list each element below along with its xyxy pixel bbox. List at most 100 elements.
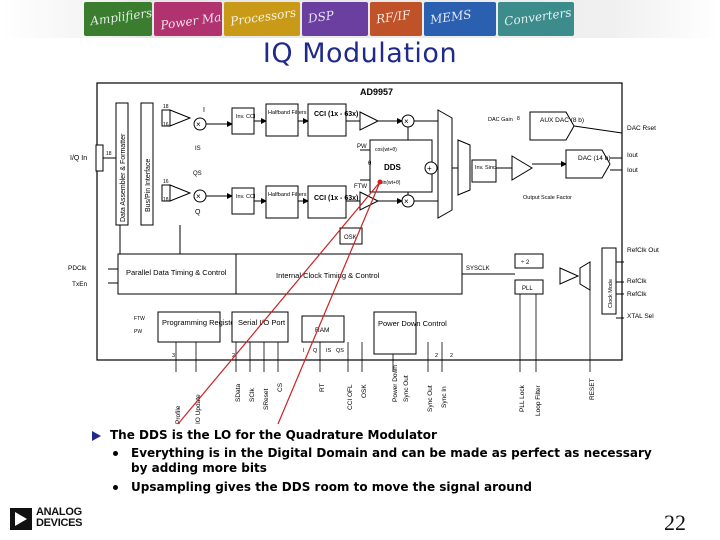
bus-interface-block [140,102,154,226]
logo-text: ANALOG DEVICES [36,506,83,529]
bus-label-2b: 2 [435,353,438,359]
pin-cci-ofl: CCI OFL [347,384,354,410]
bus-label-2: 2 [232,353,235,359]
inv-cci-bot-block [231,187,255,215]
label-theta: θ [368,161,372,167]
pin-sclk: SClk [249,388,256,402]
bus-label-i: I [303,348,305,354]
svg-text:+: + [427,164,432,173]
halfband-top-label: Halfband Filters (4x) [268,110,318,116]
bullet-list: The DDS is the LO for the Quadrature Mod… [92,428,672,499]
dac-label: DAC (14 b) [578,155,611,162]
aux-dac-label: AUX DAC (8 b) [540,117,584,124]
logo-line2: DEVICES [36,517,83,529]
bullet-sub-1: Everything is in the Digital Domain and … [92,446,672,476]
bullet-main-text: The DDS is the LO for the Quadrature Mod… [110,428,437,442]
output-scale-amp [511,155,533,181]
halfband-bot-label: Halfband Filters (4x) [268,192,318,198]
pin-dac: DAC Rset [627,125,656,132]
block-diagram: AD9957 Data Assembler & Formatter Bus/Pi… [65,80,660,425]
bullet-arrow-icon [92,431,101,441]
pw-small-label: PW [134,329,142,335]
internal-clock-label: Internal Clock Timing & Control [276,271,380,280]
output-mux [437,109,453,219]
pin-refclk-1: RefClk [627,278,647,285]
lower-gain [359,191,380,211]
header-banner: Amplifiers Power Management Processors D… [0,0,720,38]
svg-text:×: × [404,197,409,206]
pin-refclk-out: RefClk Out [627,247,659,254]
pin-refclk-2: RefClk [627,291,647,298]
inv-sinc-label: Inv. Sinc [475,165,496,171]
bullet-sub-1-text: Everything is in the Digital Domain and … [131,446,652,475]
pin-txen: TxEn [72,281,88,288]
inv-cci-top-label: Inv. CCI [236,114,256,120]
div2-label: ÷ 2 [521,260,530,266]
bits-8: 8 [517,116,520,122]
pin-sdata: SData [235,384,242,402]
bus-label-2c: 2 [450,353,453,359]
pin-io-update: IO Update [195,394,202,424]
iq-in-pin [95,144,104,172]
logo-line1: ANALOG [36,506,82,518]
programming-registers-label: Programming Registers [162,318,241,327]
pin-iout-1: Iout [627,152,638,159]
parallel-data-label: Parallel Data Timing & Control [126,268,227,277]
bits-18c: 18 [106,151,112,157]
cci-bot-label: CCI (1x - 63x) [314,195,358,202]
banner-tile-mems: MEMS [424,2,496,36]
clock-buffer [559,267,580,285]
upper-mixer-x: × [196,120,201,129]
dac-block [565,149,611,179]
pin-down: Sync Out [403,375,410,402]
cci-top-label: CCI (1x - 63x) [314,111,358,118]
label-q: Q [195,209,201,216]
svg-text:×: × [404,117,409,126]
cci-bot-block [307,185,347,219]
summer [424,161,438,175]
assembler-label: Data Assembler & Formatter [120,133,127,222]
pin-iout-2: Iout [627,167,638,174]
pin-pll-lock: PLL Lock [519,384,526,412]
banner-tile-dsp: DSP [302,2,368,36]
clock-mux [579,261,591,291]
ftw-small-label: FTW [134,316,145,322]
annotation-dot [377,179,383,185]
cci-top-block [307,103,347,137]
bus-label-qs: QS [336,348,344,354]
assembler-block [115,102,129,226]
upper-amp [169,109,192,127]
serial-io-block [231,311,289,343]
banner-tile-rfif: RF/IF [370,2,422,36]
osk-block [339,227,363,245]
banner-tile-amplifiers: Amplifiers [84,2,152,36]
inv-cci-bot-label: Inv. CCI [236,194,256,200]
label-is: IS [195,146,201,152]
pin-sync-in: Sync In [441,386,448,408]
ram-label: RAM [315,327,329,334]
lower-amp [169,184,192,202]
div2-block [514,253,544,269]
programming-registers-block [157,311,221,343]
banner-tile-converters: Converters [498,2,574,36]
bits-16a: 16 [163,122,169,128]
pin-reset: RESET [589,378,596,400]
bullet-dot-icon [113,485,118,490]
bus-label-3: 3 [172,353,175,359]
bits-18b: 18 [163,197,169,203]
pin-cs: CS [277,382,284,392]
bus-interface-label: Bus/Pin Interface [145,159,152,212]
pin-xtal-sel: XTAL Sel [627,313,654,320]
annotation-line-2 [277,181,381,425]
dds-label: DDS [384,163,402,172]
power-down-block [373,311,417,355]
inv-cci-top-block [231,107,255,135]
block-diagram-svg: AD9957 Data Assembler & Formatter Bus/Pi… [68,82,659,425]
label-ftw: FTW [354,184,367,190]
parallel-data-block [117,253,237,295]
power-down-label: Power Down Control [378,319,447,328]
path-mux [457,139,471,196]
pin-iq-in: I/Q In [70,155,87,162]
pin-sync-out: Sync Out [427,385,434,412]
pin-power: Power Down [392,365,399,402]
